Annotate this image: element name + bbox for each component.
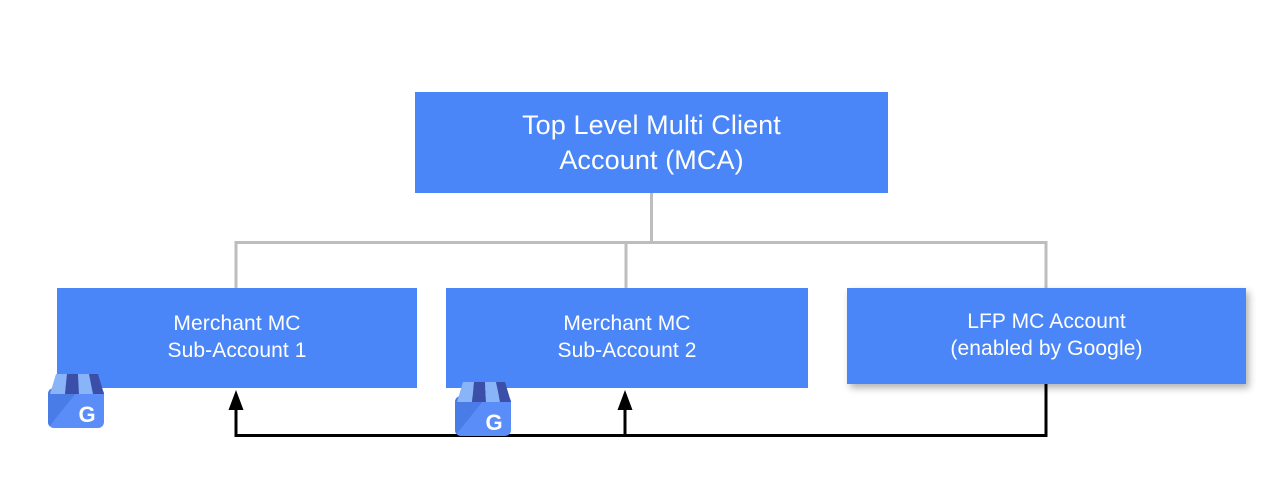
gmb-awning-stripe-2 [65,374,79,394]
google-my-business-icon: G [455,382,511,436]
node-lfp-mc-account-label: LFP MC Account (enabled by Google) [950,310,1143,360]
gmb-letter-g: G [78,402,95,427]
node-merchant-mc-sub-account-1-label: Merchant MC Sub-Account 1 [167,312,307,362]
gmb-letter-g: G [485,410,502,435]
arrowhead-sub1 [228,390,244,410]
hierarchy-connectors [234,193,1048,289]
node-lfp-mc-account[interactable]: LFP MC Account (enabled by Google) [847,288,1246,384]
node-merchant-mc-sub-account-2-label: Merchant MC Sub-Account 2 [557,312,697,362]
gmb-body-shadow [455,396,487,436]
gmb-awning-stripe-4 [496,382,511,402]
gmb-awning-stripe-4 [89,374,104,394]
node-top-level-mca[interactable]: Top Level Multi Client Account (MCA) [415,92,888,193]
gmb-awning-stripe-2 [472,382,486,402]
gmb-awning-stripe-1 [50,374,67,394]
google-my-business-icon: G [48,374,104,428]
arrowhead-sub2 [617,390,633,410]
node-merchant-mc-sub-account-1[interactable]: Merchant MC Sub-Account 1 [57,288,417,388]
gmb-awning-stripe-3 [485,382,500,402]
gmb-body-shadow [48,388,80,428]
gmb-awning-stripe-3 [78,374,93,394]
feed-connectors [228,384,1048,437]
node-top-level-mca-label: Top Level Multi Client Account (MCA) [522,109,781,175]
node-merchant-mc-sub-account-2[interactable]: Merchant MC Sub-Account 2 [446,288,808,388]
gmb-awning-stripe-1 [457,382,474,402]
